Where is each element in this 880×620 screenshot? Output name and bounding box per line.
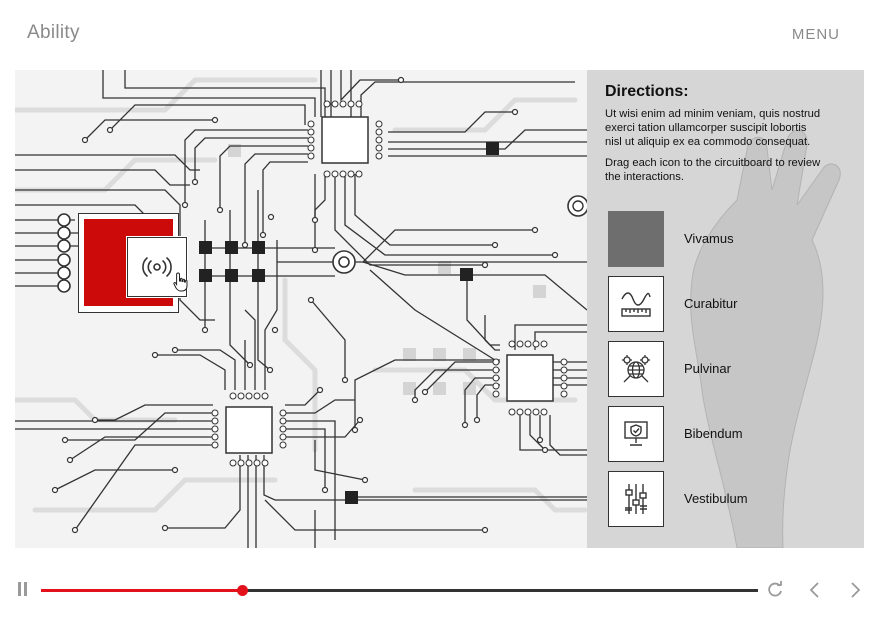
icon-item-vivamus[interactable]: Vivamus xyxy=(608,211,848,269)
icon-tile xyxy=(608,341,664,397)
sliders-equalizer-icon xyxy=(625,484,647,514)
wireless-signal-icon xyxy=(142,257,172,277)
replay-icon[interactable] xyxy=(765,580,785,600)
header: Ability MENU xyxy=(0,0,880,68)
waveform-ruler-icon xyxy=(621,292,651,317)
interaction-stage: Directions: Ut wisi enim ad minim veniam… xyxy=(15,70,864,548)
icon-tile xyxy=(608,406,664,462)
icon-label: Vestibulum xyxy=(684,491,748,506)
chevron-left-icon[interactable] xyxy=(805,580,825,600)
icon-tile xyxy=(608,276,664,332)
directions-paragraph-1: Ut wisi enim ad minim veniam, quis nostr… xyxy=(605,108,821,148)
icon-item-pulvinar[interactable]: Pulvinar xyxy=(608,341,848,399)
blank-tile-icon xyxy=(608,211,664,267)
icon-label: Vivamus xyxy=(684,231,734,246)
circuit-board xyxy=(15,70,589,548)
menu-button[interactable]: MENU xyxy=(791,26,840,43)
hand-cursor-icon xyxy=(173,272,188,292)
directions-title: Directions: xyxy=(605,83,689,100)
shield-monitor-icon xyxy=(624,421,648,446)
directions-text: Ut wisi enim ad minim veniam, quis nostr… xyxy=(605,107,823,191)
icon-item-vestibulum[interactable]: Vestibulum xyxy=(608,471,848,529)
icon-label: Pulvinar xyxy=(684,361,731,376)
directions-paragraph-2: Drag each icon to the circuitboard to re… xyxy=(605,157,821,183)
icon-label: Bibendum xyxy=(684,426,743,441)
icon-tile xyxy=(608,471,664,527)
icon-label: Curabitur xyxy=(684,296,738,311)
progress-track[interactable] xyxy=(41,585,758,596)
progress-fill xyxy=(41,589,242,592)
chevron-right-icon[interactable] xyxy=(845,580,865,600)
player-controls xyxy=(0,570,880,610)
icon-item-curabitur[interactable]: Curabitur xyxy=(608,276,848,334)
pause-icon[interactable] xyxy=(17,582,29,596)
icon-item-bibendum[interactable]: Bibendum xyxy=(608,406,848,464)
app-title: Ability xyxy=(27,22,80,43)
hand-silhouette-illustration xyxy=(690,130,841,548)
progress-thumb[interactable] xyxy=(236,585,248,596)
directions-panel: Directions: Ut wisi enim ad minim veniam… xyxy=(587,70,864,548)
globe-gear-icon xyxy=(622,355,650,383)
